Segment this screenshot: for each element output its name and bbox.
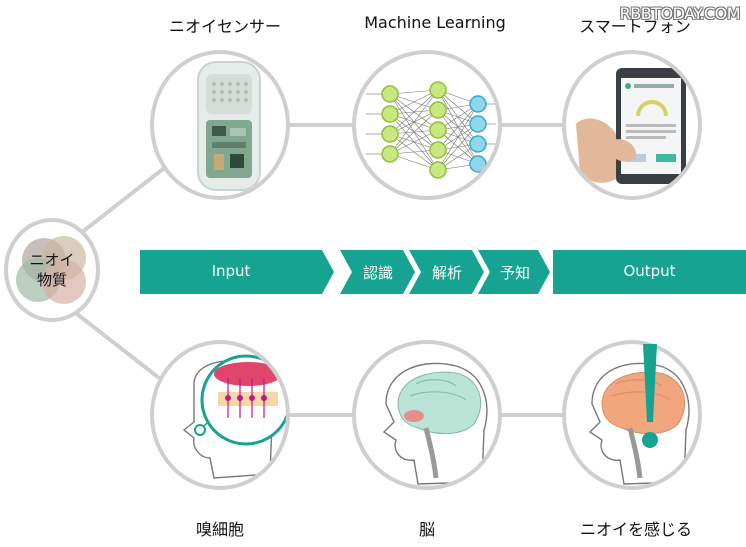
sensor-circle xyxy=(150,50,290,200)
flow-input-label: Input xyxy=(211,262,251,280)
label-sense-smell: ニオイを感じる xyxy=(579,520,692,539)
sense-head-graphic xyxy=(588,362,690,485)
label-smartphone: スマートフォン xyxy=(579,17,691,36)
arrow-output xyxy=(553,250,746,294)
line-source-olfactory xyxy=(70,308,170,387)
smartphone-circle xyxy=(562,50,702,200)
arrow-input xyxy=(140,250,334,294)
odor-molecules-graphic xyxy=(16,236,86,304)
brain-circle xyxy=(352,340,502,490)
flow-predict-label: 予知 xyxy=(499,264,530,282)
source-label-line1: ニオイ xyxy=(29,251,75,269)
smartphone-hand-graphic xyxy=(576,68,686,184)
label-olfactory-cells: 嗅細胞 xyxy=(195,520,244,539)
sense-circle xyxy=(562,340,702,490)
brain-head-graphic xyxy=(382,362,488,485)
flow-analyze-label: 解析 xyxy=(431,264,462,282)
label-brain: 脳 xyxy=(418,520,435,539)
flow-recognize-label: 認識 xyxy=(362,264,393,282)
watermark: RBBTODAY.COM xyxy=(619,4,741,23)
exclamation-mark-icon xyxy=(642,344,658,448)
olfactory-head-graphic xyxy=(182,354,286,479)
sensor-device-graphic xyxy=(197,61,261,191)
arrow-recognize xyxy=(340,250,415,294)
label-machine-learning: Machine Learning xyxy=(364,13,506,32)
arrow-predict xyxy=(478,250,550,294)
olfactory-circle xyxy=(150,340,290,490)
ml-circle xyxy=(352,50,502,200)
source-label-line2: 物質 xyxy=(36,271,67,289)
label-smell-sensor: ニオイセンサー xyxy=(168,17,281,36)
flow-output-label: Output xyxy=(623,262,676,280)
neural-network-icon xyxy=(366,81,496,179)
arrow-analyze xyxy=(409,250,484,294)
line-source-sensor xyxy=(70,163,170,242)
source-circle: ニオイ 物質 xyxy=(4,218,100,322)
